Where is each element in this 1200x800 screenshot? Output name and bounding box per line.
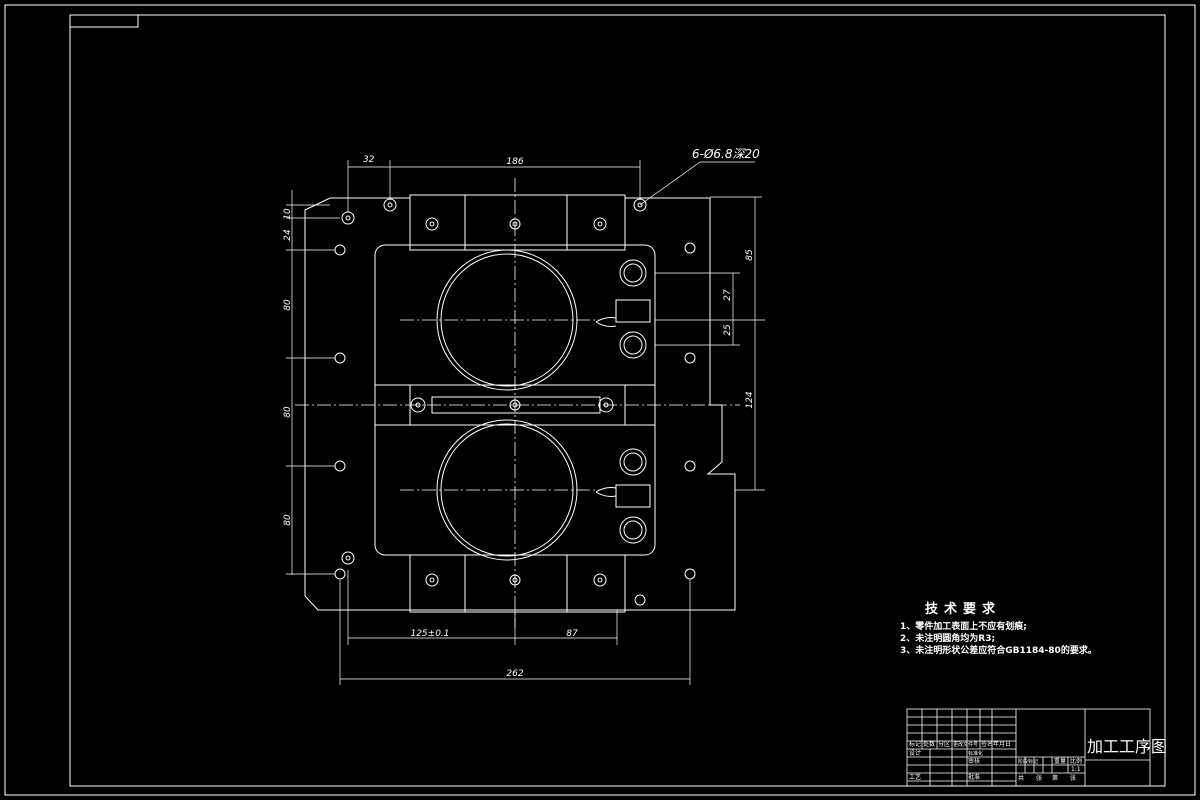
- dim-85: 85: [745, 249, 755, 261]
- dim-80-a: 80: [283, 299, 293, 311]
- dimension-texts: 32 186 6-Ø6.8深20 10 24 80 80 80 85 27 25…: [283, 147, 760, 679]
- dim-262: 262: [506, 669, 523, 679]
- dimension-lines: [286, 160, 765, 685]
- upper-slot: [615, 299, 651, 323]
- tb-stage-mark: 阶段标记: [1018, 758, 1038, 765]
- title-block: [906, 708, 1151, 787]
- tb-sheet-unit: 张: [1070, 774, 1076, 782]
- dim-24: 24: [283, 229, 293, 241]
- title-block-text: 标记 处数 分区 更改文件号 签名 年月日 设计 标准化 审核 工艺 批准 阶段…: [909, 737, 1167, 782]
- tb-review: 审核: [968, 757, 980, 765]
- hole-callout: 6-Ø6.8深20: [692, 147, 760, 161]
- tb-design: 设计: [909, 749, 921, 757]
- code-box: [69, 14, 139, 28]
- drawing-title: 加工工序图: [1087, 737, 1167, 756]
- dim-80-c: 80: [283, 514, 293, 526]
- lower-slot: [615, 484, 651, 508]
- tb-approve: 批准: [968, 773, 980, 781]
- dim-80-b: 80: [283, 406, 293, 418]
- tech-req-item-3: 3、未注明形状公差应符合GB1184-80的要求。: [900, 644, 1097, 656]
- tb-sign: 签名: [981, 740, 993, 748]
- outer-frame: [4, 4, 1196, 796]
- tb-sheets-total: 共: [1018, 774, 1024, 782]
- dim-125: 125±0.1: [410, 629, 449, 639]
- tech-req-item-2: 2、未注明圆角均为R3;: [900, 632, 995, 644]
- part-drawing: [304, 194, 736, 613]
- bottom-boss: [409, 554, 626, 613]
- top-boss: [409, 194, 626, 251]
- dim-32: 32: [363, 155, 375, 165]
- tb-sheet-no: 第: [1052, 774, 1058, 782]
- tb-mark: 标记: [909, 740, 921, 748]
- dim-25: 25: [723, 324, 733, 336]
- tb-zone: 分区: [938, 740, 950, 748]
- tb-standardize: 标准化: [968, 750, 983, 757]
- dim-87: 87: [566, 629, 578, 639]
- dim-27: 27: [723, 289, 733, 301]
- tb-sheets-unit: 张: [1036, 774, 1042, 782]
- tech-req-title: 技术要求: [925, 601, 1001, 617]
- dim-124: 124: [745, 391, 755, 408]
- tb-date: 年月日: [993, 740, 1011, 748]
- technical-requirements: 技术要求 1、零件加工表面上不应有划痕; 2、未注明圆角均为R3; 3、未注明形…: [900, 601, 1097, 656]
- tb-scale: 比例: [1070, 757, 1082, 765]
- tb-weight: 重量: [1054, 757, 1066, 765]
- tb-count: 处数: [923, 740, 935, 748]
- tech-req-item-1: 1、零件加工表面上不应有划痕;: [900, 620, 1027, 632]
- tb-process: 工艺: [909, 773, 921, 781]
- tb-change-doc: 更改文件号: [953, 741, 978, 748]
- inner-frame: [69, 14, 1166, 787]
- dim-186: 186: [506, 157, 523, 167]
- center-lines: [295, 178, 740, 628]
- dim-10: 10: [283, 208, 293, 220]
- tb-scale-value: 1:1: [1071, 766, 1081, 773]
